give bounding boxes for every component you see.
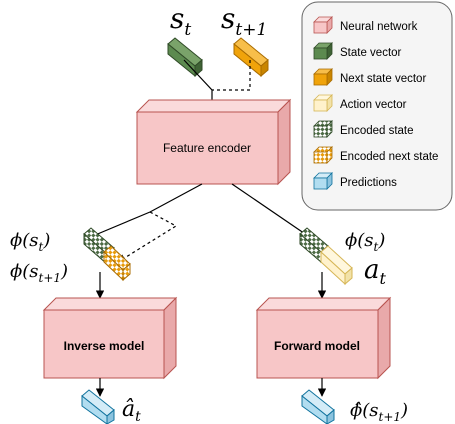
prediction-left-cube [81, 389, 115, 424]
label-phi-st1-left: ϕ(st+1) [10, 261, 68, 285]
edge-next-state-to-encoder [212, 60, 251, 91]
edge-encoder-to-phi-st-left [87, 183, 203, 239]
next-state-vector-icon [313, 68, 333, 86]
legend-label-encoded-state: Encoded state [340, 125, 414, 137]
encoded-next-state-left-cube [103, 245, 131, 282]
forward-model-box: Forward model [255, 296, 392, 380]
label-s-t: st [170, 2, 191, 40]
state-vector-cube [167, 37, 203, 78]
legend-label-encoded-next-state: Encoded next state [340, 151, 438, 163]
action-vector-cube [320, 245, 353, 286]
state-vector-icon [313, 42, 333, 60]
forward-model-label: Forward model [274, 339, 360, 353]
action-vector-icon [313, 94, 333, 112]
edge-encoder-to-phi-st-right [231, 183, 315, 241]
encoded-state-icon [313, 120, 333, 138]
label-a-t: at [364, 255, 387, 288]
predictions-icon [313, 172, 333, 190]
neural-network-icon [313, 16, 333, 34]
inverse-model-box: Inverse model [42, 296, 178, 380]
next-state-vector-cube [233, 37, 269, 78]
legend: Neural network State vector Next state v… [301, 1, 453, 211]
legend-label-state-vector: State vector [340, 47, 402, 59]
label-s-t1: st+1 [221, 2, 267, 40]
encoded-next-state-icon [313, 146, 333, 164]
feature-encoder-box: Feature encoder [135, 98, 292, 186]
feature-encoder-label: Feature encoder [163, 141, 251, 155]
label-phi-st-left: ϕ(st) [10, 230, 50, 254]
prediction-right-cube [301, 389, 335, 424]
inverse-model-label: Inverse model [64, 339, 145, 353]
legend-label-neural-network: Neural network [340, 21, 418, 33]
legend-label-predictions: Predictions [340, 177, 397, 189]
label-a-hat: ât [122, 397, 141, 424]
legend-panel [301, 1, 453, 211]
edge-encoder-to-phi-st1-left [117, 211, 178, 263]
label-phi-st-right: ϕ(st) [345, 230, 385, 254]
legend-label-next-state-vector: Next state vector [340, 73, 426, 85]
label-phi-hat: ϕ̂(st+1) [350, 400, 408, 424]
legend-label-action-vector: Action vector [340, 99, 407, 111]
